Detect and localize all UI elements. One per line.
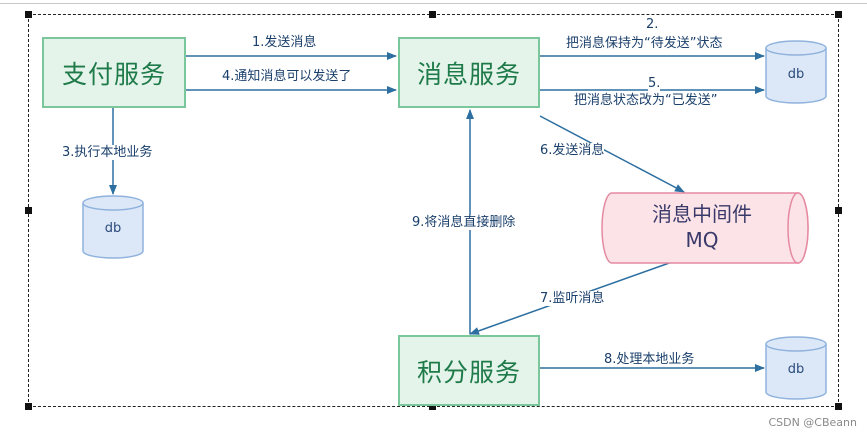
mq-label-line1: 消息中间件 <box>652 202 752 226</box>
edge-label-step2: 把消息保持为“待发送”状态 <box>566 36 723 51</box>
payment-service-label: 支付服务 <box>61 59 166 89</box>
resize-handle-top-left[interactable] <box>25 11 32 18</box>
mq-label-line2: MQ <box>685 228 719 252</box>
db-label: db <box>788 67 805 82</box>
db-label: db <box>788 362 805 377</box>
db-cylinder-top-right: db <box>765 40 827 104</box>
mq-label: 消息中间件 MQ <box>612 201 792 253</box>
payment-service-node[interactable]: 支付服务 <box>42 37 186 108</box>
watermark: CSDN @CBeann <box>768 416 857 429</box>
edge-label-step1: 1.发送消息 <box>252 35 317 50</box>
points-service-node[interactable]: 积分服务 <box>398 335 540 406</box>
edge-label-step9: 9.将消息直接删除 <box>412 215 516 230</box>
edge-label-step4: 4.通知消息可以发送了 <box>222 69 352 84</box>
points-service-label: 积分服务 <box>416 357 521 387</box>
edge-label-step8: 8.处理本地业务 <box>604 352 695 367</box>
arrow-6-send-to-mq <box>539 115 685 193</box>
mq-cylinder[interactable] <box>601 192 809 264</box>
message-service-label: 消息服务 <box>416 59 521 89</box>
resize-handle-bottom-left[interactable] <box>25 403 32 410</box>
edge-label-step7: 7.监听消息 <box>540 291 605 306</box>
edge-label-step6: 6.发送消息 <box>540 143 605 158</box>
db-label: db <box>105 221 122 236</box>
message-service-node[interactable]: 消息服务 <box>398 37 540 108</box>
resize-handle-top-right[interactable] <box>835 11 842 18</box>
resize-handle-middle-right[interactable] <box>835 207 842 214</box>
resize-handle-middle-left[interactable] <box>25 207 32 214</box>
edge-label-step5-number: 5. <box>648 76 661 91</box>
resize-handle-top-center[interactable] <box>429 11 436 18</box>
edge-label-step3: 3.执行本地业务 <box>62 145 153 160</box>
edge-label-step5: 把消息状态改为“已发送” <box>574 93 718 108</box>
resize-handle-bottom-right[interactable] <box>835 403 842 410</box>
resize-handle-bottom-center[interactable] <box>429 403 436 410</box>
db-cylinder-bottom-right: db <box>765 336 827 400</box>
edge-label-step2-number: 2. <box>646 17 659 32</box>
db-cylinder-left: db <box>82 195 144 259</box>
top-border-line <box>0 3 867 4</box>
